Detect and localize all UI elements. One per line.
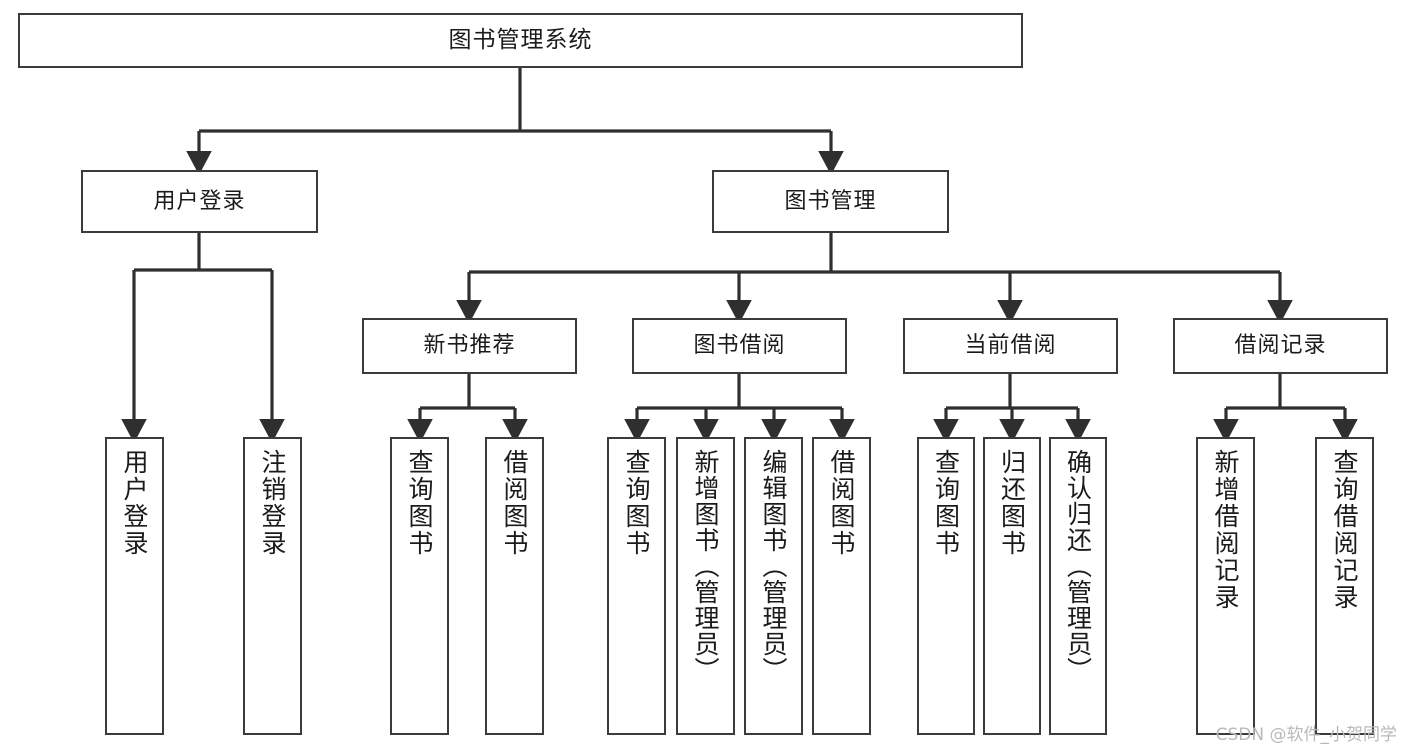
node-label: 查询图书 bbox=[622, 449, 651, 557]
node-label: 查询借阅记录 bbox=[1330, 449, 1359, 611]
leaf-return-book[interactable]: 归还图书 bbox=[983, 437, 1041, 735]
node-root-book-management-system[interactable]: 图书管理系统 bbox=[18, 13, 1023, 68]
node-label: 新增图书（管理员） bbox=[691, 449, 720, 683]
leaf-edit-book-admin[interactable]: 编辑图书（管理员） bbox=[744, 437, 803, 735]
node-label: 新书推荐 bbox=[423, 333, 516, 359]
node-new-book-recommend[interactable]: 新书推荐 bbox=[362, 318, 577, 374]
node-book-management[interactable]: 图书管理 bbox=[712, 170, 949, 233]
leaf-query-borrow-record[interactable]: 查询借阅记录 bbox=[1315, 437, 1374, 735]
node-label: 借阅图书 bbox=[500, 449, 529, 557]
node-label: 借阅记录 bbox=[1234, 333, 1327, 359]
node-current-borrow[interactable]: 当前借阅 bbox=[903, 318, 1118, 374]
node-label: 确认归还（管理员） bbox=[1063, 449, 1093, 683]
node-label: 图书借阅 bbox=[693, 333, 786, 359]
leaf-query-book-borrow[interactable]: 查询图书 bbox=[607, 437, 666, 735]
node-label: 用户登录 bbox=[120, 449, 149, 557]
node-label: 当前借阅 bbox=[964, 333, 1057, 359]
leaf-add-borrow-record[interactable]: 新增借阅记录 bbox=[1196, 437, 1255, 735]
csdn-watermark: CSDN @软件_小贺同学 bbox=[1215, 725, 1397, 745]
leaf-query-book-recommend[interactable]: 查询图书 bbox=[390, 437, 449, 735]
node-label: 新增借阅记录 bbox=[1211, 449, 1240, 611]
node-label: 查询图书 bbox=[931, 449, 961, 557]
leaf-borrow-book-recommend[interactable]: 借阅图书 bbox=[485, 437, 544, 735]
leaf-borrow-book[interactable]: 借阅图书 bbox=[812, 437, 871, 735]
node-label: 编辑图书（管理员） bbox=[759, 449, 788, 683]
leaf-confirm-return-admin[interactable]: 确认归还（管理员） bbox=[1049, 437, 1107, 735]
node-label: 用户登录 bbox=[153, 188, 246, 214]
node-book-borrow[interactable]: 图书借阅 bbox=[632, 318, 847, 374]
leaf-query-book-current[interactable]: 查询图书 bbox=[917, 437, 975, 735]
node-label: 注销登录 bbox=[258, 449, 287, 557]
node-user-login[interactable]: 用户登录 bbox=[81, 170, 318, 233]
leaf-add-book-admin[interactable]: 新增图书（管理员） bbox=[676, 437, 735, 735]
node-label: 借阅图书 bbox=[827, 449, 856, 557]
node-label: 图书管理系统 bbox=[448, 27, 593, 54]
node-label: 查询图书 bbox=[405, 449, 434, 557]
leaf-user-login[interactable]: 用户登录 bbox=[105, 437, 164, 735]
node-label: 图书管理 bbox=[784, 188, 877, 214]
leaf-logout[interactable]: 注销登录 bbox=[243, 437, 302, 735]
node-label: 归还图书 bbox=[997, 449, 1027, 557]
node-borrow-record[interactable]: 借阅记录 bbox=[1173, 318, 1388, 374]
